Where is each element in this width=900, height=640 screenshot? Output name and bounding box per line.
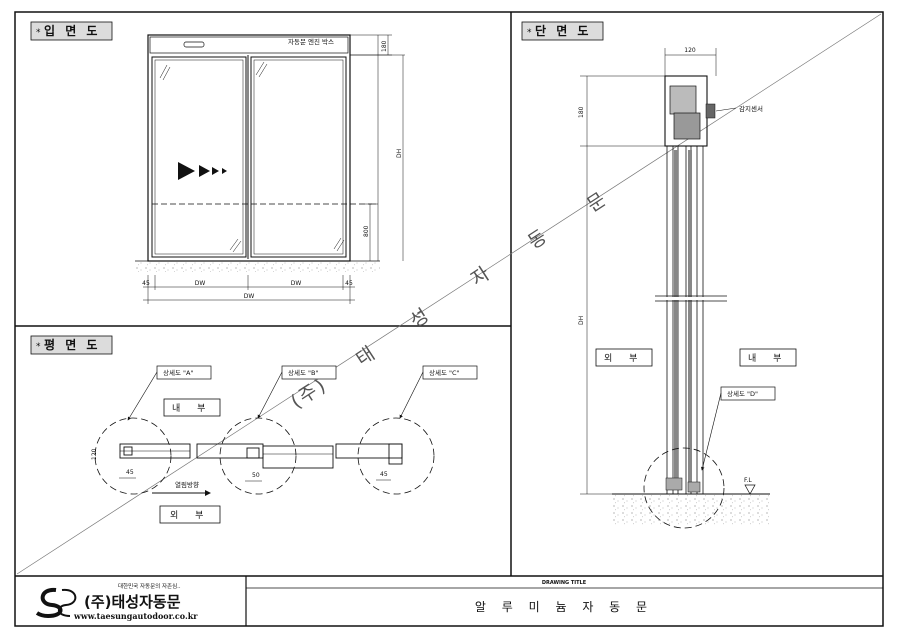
company-slogan: 대한민국 자동문의 자존심.. [118, 582, 181, 590]
floor-label: F.L [744, 477, 752, 484]
dim-sensor: 800 [363, 225, 370, 237]
svg-text:*: * [36, 342, 41, 352]
sheet-border [14, 11, 884, 627]
open-direction-label: 열림방향 [175, 480, 199, 489]
section-inside: 내 부 [748, 353, 788, 364]
dim-d1: 45 [126, 469, 134, 476]
dim-total: DW [244, 293, 255, 300]
section-height: DH [578, 316, 585, 325]
dim-d2: 50 [252, 472, 260, 479]
section-width: 120 [684, 47, 696, 54]
watermark-line [16, 13, 882, 575]
elevation-panel: * 입 면 도 자동문 엔진 박스 [30, 21, 405, 304]
direction-arrows [178, 162, 227, 180]
elevation-title: 입 면 도 [44, 23, 100, 38]
company-url: www.taesungautodoor.co.kr [73, 611, 198, 621]
dim-d3: 45 [380, 471, 388, 478]
dim-left: 45 [142, 280, 150, 287]
watermark-0: (주) [287, 374, 331, 413]
detail-b-label: 상세도 "B" [288, 368, 318, 377]
section-title: 단 면 도 [535, 23, 591, 38]
section-panel: * 단 면 도 120 180 DH 감지센서 [521, 21, 797, 529]
dim-leaf-left: DW [195, 280, 206, 287]
dim-height: DH [396, 149, 403, 158]
plan-outside: 외 부 [170, 509, 210, 521]
plan-inside: 내 부 [172, 403, 212, 414]
section-top: 180 [578, 106, 585, 118]
drawing-title: 알 루 미 늄 자 동 문 [475, 600, 653, 614]
company-logo-icon [35, 587, 77, 619]
dim-right: 45 [345, 280, 353, 287]
company-name: (주)태성자동문 [84, 593, 181, 611]
plan-title: 평 면 도 [44, 337, 100, 352]
engine-box-label: 자동문 엔진 박스 [288, 37, 334, 46]
section-outside: 외 부 [604, 352, 644, 364]
watermark-1: 태 [352, 341, 380, 370]
dim-depth: 120 [91, 448, 98, 460]
header-handle [183, 41, 205, 48]
detail-c-label: 상세도 "C" [429, 368, 460, 377]
dim-top: 180 [381, 40, 388, 52]
svg-text:*: * [36, 28, 41, 38]
detail-d-label: 상세도 "D" [727, 389, 758, 398]
watermark: (주) 태 성 자 동 문 [287, 187, 612, 413]
dim-leaf-right: DW [291, 280, 302, 287]
title-block: DRAWING TITLE 알 루 미 늄 자 동 문 대한민국 자동문의 자존… [35, 576, 883, 626]
sensor-label: 감지센서 [739, 104, 763, 113]
svg-text:*: * [527, 28, 532, 38]
watermark-2: 성 [406, 303, 434, 332]
watermark-4: 동 [524, 224, 552, 253]
detail-a-label: 상세도 "A" [163, 368, 193, 377]
drawing-title-label: DRAWING TITLE [542, 580, 587, 586]
watermark-3: 자 [467, 261, 495, 290]
plan-panel: * 평 면 도 상세도 "A" 상세도 "B" 상세도 "C" 내 부 외 부 [30, 335, 478, 524]
